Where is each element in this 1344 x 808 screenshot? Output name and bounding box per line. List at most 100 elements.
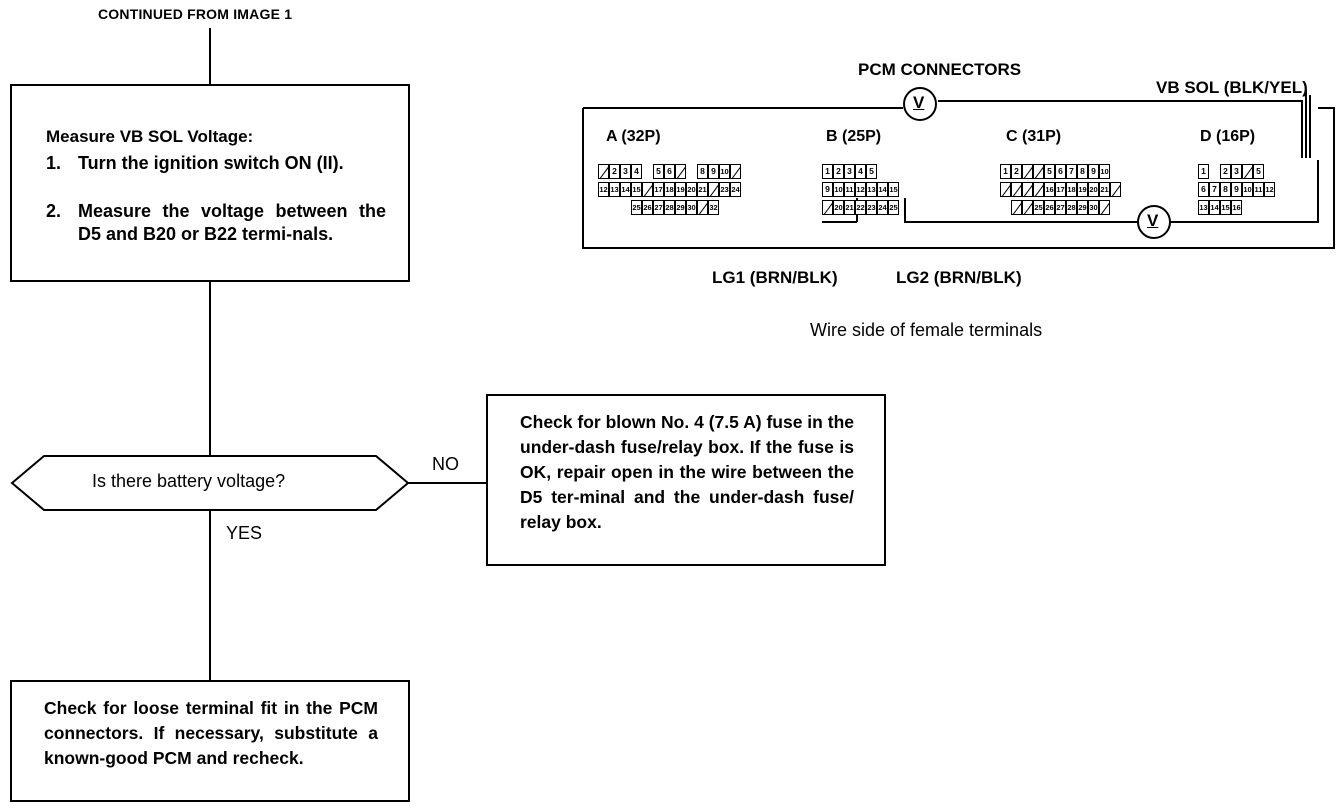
no-action-box: Check for blown No. 4 (7.5 A) fuse in th… [486, 394, 886, 566]
pin-a: 26 [642, 200, 653, 215]
pin-a: 21 [697, 182, 708, 197]
pin-c: 10 [1099, 164, 1110, 179]
lg2-label: LG2 (BRN/BLK) [896, 268, 1022, 287]
pin-c [1000, 182, 1011, 197]
pin-a [675, 164, 686, 179]
pin-a: 20 [686, 182, 697, 197]
connector-a-label: A (32P) [606, 128, 661, 145]
continued-from-header: CONTINUED FROM IMAGE 1 [98, 6, 293, 22]
pin-c [1011, 200, 1022, 215]
voltmeter-top-symbol: V [913, 93, 925, 112]
pin-c [1011, 182, 1022, 197]
pin-a: 30 [686, 200, 697, 215]
pin-b: 21 [844, 200, 855, 215]
pin-c: 9 [1088, 164, 1099, 179]
step-text: Turn the ignition switch ON (II). [78, 153, 344, 173]
pin-c: 19 [1077, 182, 1088, 197]
pin-c: 2 [1011, 164, 1022, 179]
pin-a: 28 [664, 200, 675, 215]
pin-a: 29 [675, 200, 686, 215]
pin-d: 16 [1231, 200, 1242, 215]
connector-d-label: D (16P) [1200, 128, 1256, 145]
pin-b: 12 [855, 182, 866, 197]
pin-d: 11 [1253, 182, 1264, 197]
pin-a: 5 [653, 164, 664, 179]
pin-b: 15 [888, 182, 899, 197]
voltmeter-bottom-symbol: V [1147, 211, 1159, 230]
pin-d: 10 [1242, 182, 1253, 197]
pin-a: 8 [697, 164, 708, 179]
connector-b-label: B (25P) [826, 128, 882, 145]
pin-a: 10 [719, 164, 730, 179]
pin-a: 2 [609, 164, 620, 179]
decision-question: Is there battery voltage? [92, 471, 286, 491]
pin-a: 32 [708, 200, 719, 215]
pin-a: 27 [653, 200, 664, 215]
pin-d: 14 [1209, 200, 1220, 215]
pin-b: 10 [833, 182, 844, 197]
step-number: 1. [46, 153, 62, 173]
pin-d: 13 [1198, 200, 1209, 215]
measure-voltage-box: Measure VB SOL Voltage: 1. Turn the igni… [10, 84, 410, 282]
pin-b: 24 [877, 200, 888, 215]
pin-c: 29 [1077, 200, 1088, 215]
pin-c [1033, 164, 1044, 179]
pin-c: 5 [1044, 164, 1055, 179]
pin-c [1022, 164, 1033, 179]
pcm-connectors-title: PCM CONNECTORS [858, 60, 1022, 79]
pin-b: 1 [822, 164, 833, 179]
pin-d: 15 [1220, 200, 1231, 215]
pin-b: 4 [855, 164, 866, 179]
no-action-text: Check for blown No. 4 (7.5 A) fuse in th… [520, 412, 854, 532]
pin-a: 9 [708, 164, 719, 179]
measure-step-2: 2. Measure the voltage between the D5 an… [46, 200, 386, 246]
pin-a: 12 [598, 182, 609, 197]
step-number: 2. [46, 201, 62, 221]
pin-b: 5 [866, 164, 877, 179]
yes-label: YES [226, 523, 263, 543]
pin-c: 1 [1000, 164, 1011, 179]
pin-c: 26 [1044, 200, 1055, 215]
pin-a [708, 182, 719, 197]
pin-a [642, 182, 653, 197]
connector-c-label: C (31P) [1006, 128, 1062, 145]
pin-a: 13 [609, 182, 620, 197]
pin-d: 6 [1198, 182, 1209, 197]
pin-c: 25 [1033, 200, 1044, 215]
pin-c: 27 [1055, 200, 1066, 215]
pin-c: 30 [1088, 200, 1099, 215]
pin-b: 3 [844, 164, 855, 179]
pin-a: 14 [620, 182, 631, 197]
pin-a: 19 [675, 182, 686, 197]
measure-step-1: 1. Turn the ignition switch ON (II). [46, 152, 386, 175]
pin-c [1110, 182, 1121, 197]
vb-sol-label: VB SOL (BLK/YEL) [1156, 78, 1308, 97]
pin-a: 4 [631, 164, 642, 179]
pin-d: 2 [1220, 164, 1231, 179]
pin-a: 17 [653, 182, 664, 197]
yes-action-text: Check for loose terminal fit in the PCM … [44, 698, 378, 768]
pin-c [1099, 200, 1110, 215]
measure-title: Measure VB SOL Voltage: [46, 127, 254, 146]
pin-a: 25 [631, 200, 642, 215]
pin-a: 23 [719, 182, 730, 197]
voltmeter-top-icon [903, 87, 937, 121]
pin-a [697, 200, 708, 215]
pin-b: 25 [888, 200, 899, 215]
pin-b: 14 [877, 182, 888, 197]
pin-b: 22 [855, 200, 866, 215]
yes-action-box: Check for loose terminal fit in the PCM … [10, 680, 410, 802]
step-text: Measure the voltage between the D5 and B… [78, 201, 386, 244]
pin-c: 17 [1055, 182, 1066, 197]
pin-c: 18 [1066, 182, 1077, 197]
pin-b: 20 [833, 200, 844, 215]
pin-d: 9 [1231, 182, 1242, 197]
pin-a [730, 164, 741, 179]
pin-a: 15 [631, 182, 642, 197]
pin-a [598, 164, 609, 179]
pin-b: 9 [822, 182, 833, 197]
pin-c [1033, 182, 1044, 197]
pin-d: 8 [1220, 182, 1231, 197]
pin-d: 7 [1209, 182, 1220, 197]
pin-c [1022, 182, 1033, 197]
